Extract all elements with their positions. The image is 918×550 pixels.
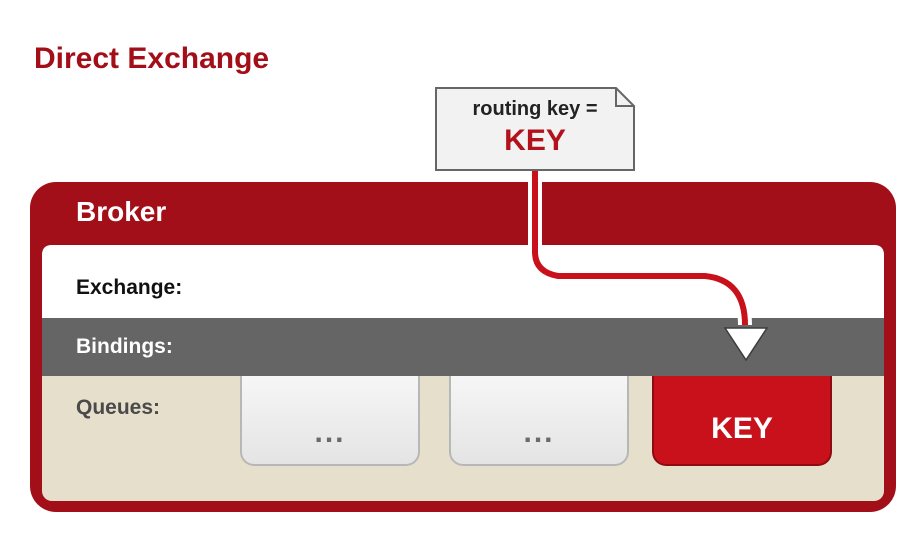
queue-2: ... [449,376,629,466]
queue-2-label: ... [523,416,555,449]
queue-1-label: ... [314,416,346,449]
routing-key-value: KEY [504,124,566,157]
queues-row-label: Queues: [76,396,161,419]
diagram-title: Direct Exchange [34,42,270,75]
message: routing key = KEY [436,88,634,170]
binding-arrow [723,327,769,362]
broker-label: Broker [76,196,167,227]
queue-key-label: KEY [711,412,773,445]
exchange-row [42,245,884,318]
routing-key-label: routing key = [472,98,598,120]
queue-key: KEY [652,376,832,466]
message-note [435,87,635,171]
routing-path [532,168,748,326]
message-note-fold [615,88,634,107]
bindings-row-label: Bindings: [76,335,173,358]
exchange-row-label: Exchange: [76,276,183,299]
queue-1: ... [240,376,420,466]
